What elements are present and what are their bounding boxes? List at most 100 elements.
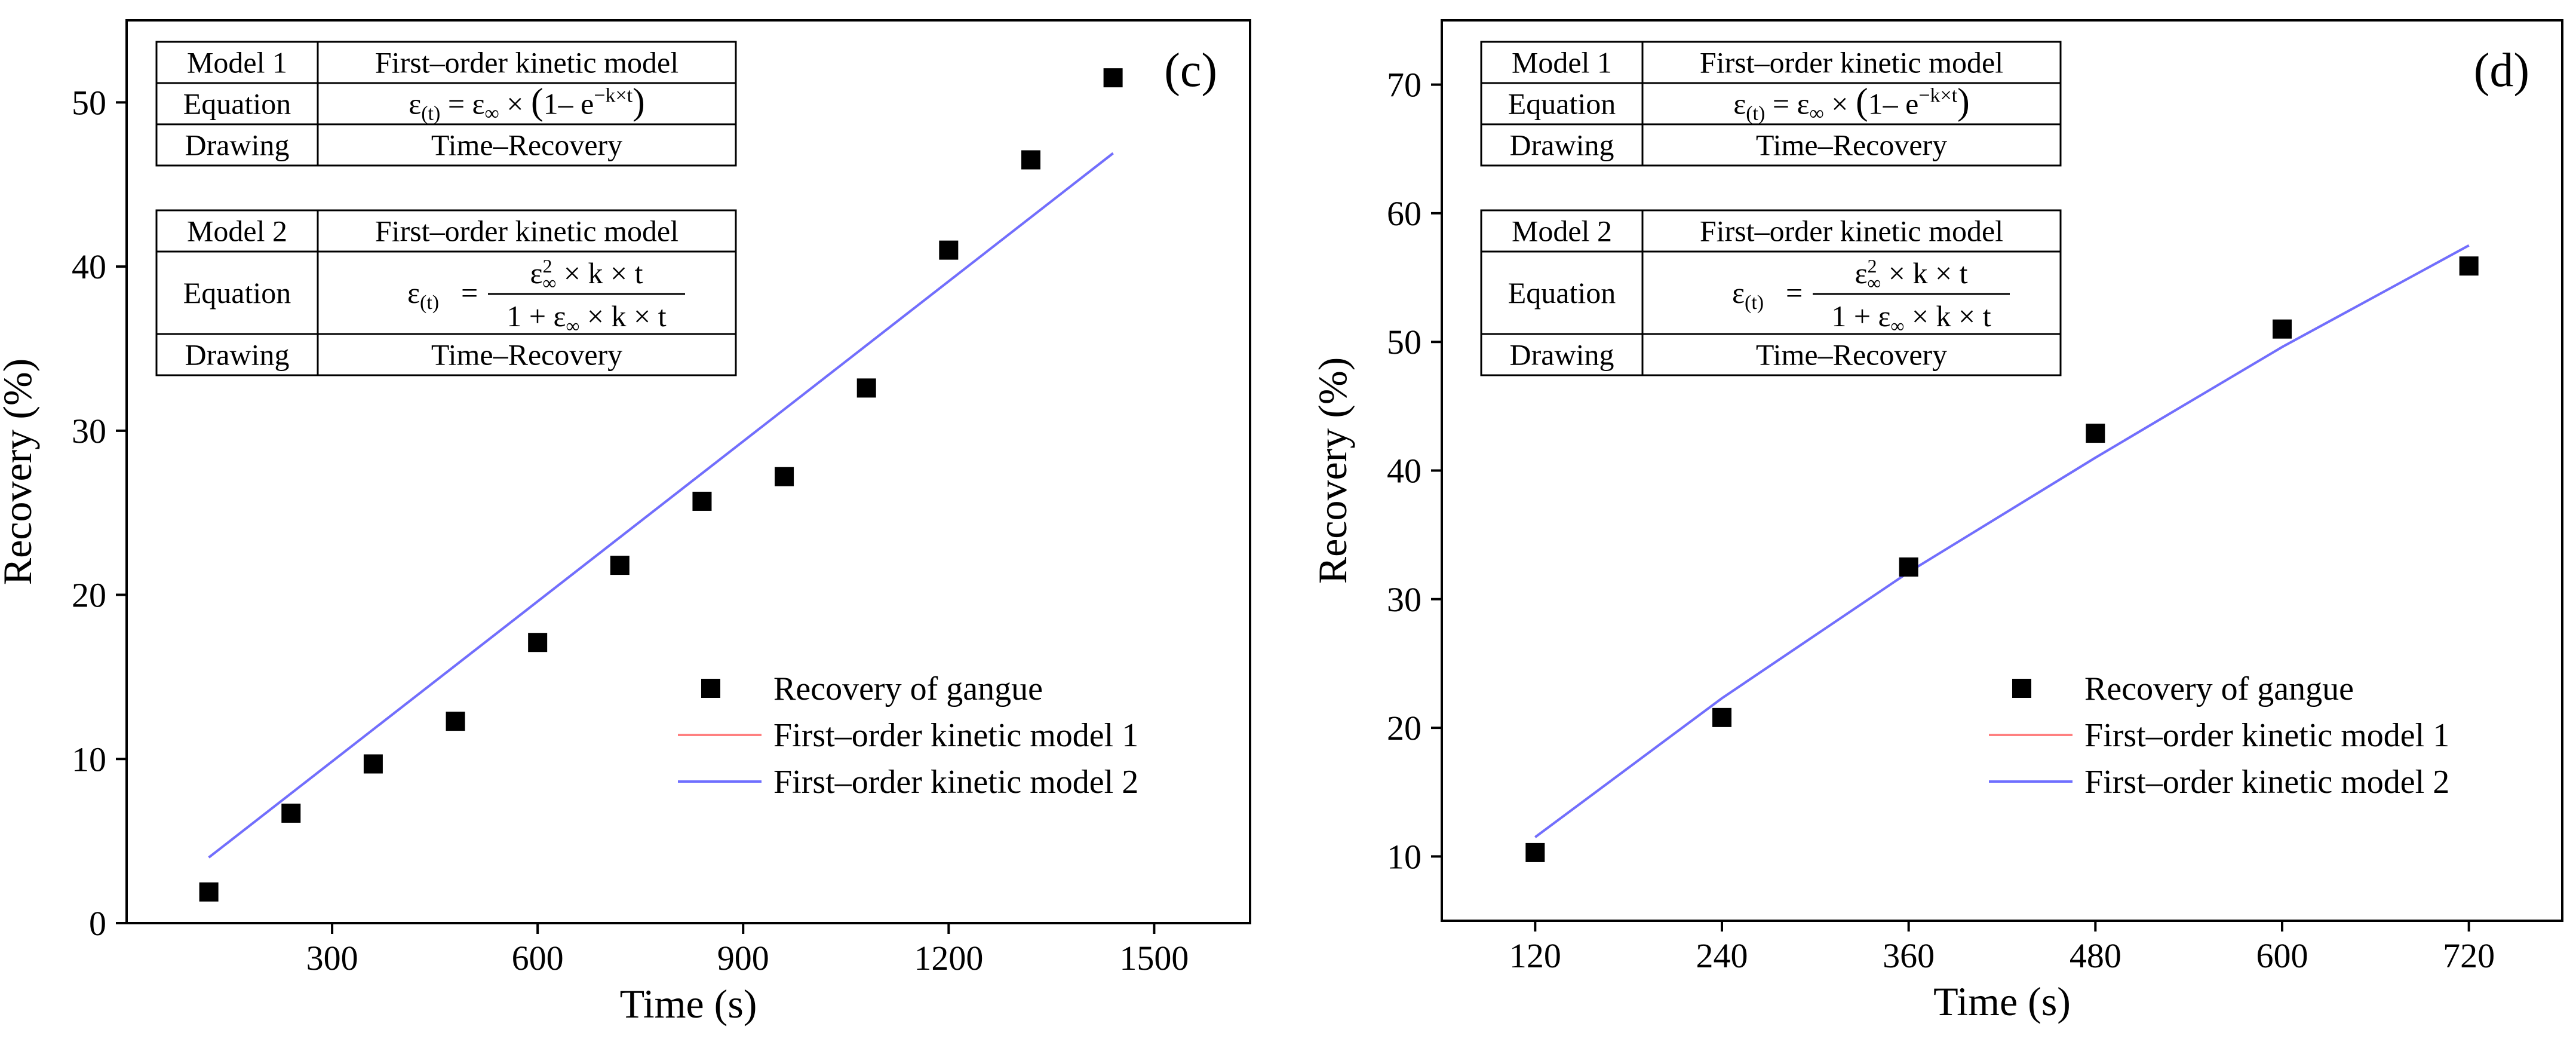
x-axis-title: Time (s) (620, 981, 757, 1027)
table-model-name: First–order kinetic model (1700, 46, 2003, 79)
legend-label-scatter: Recovery of gangue (2084, 670, 2354, 707)
y-tick-label: 60 (1387, 194, 1421, 233)
table-equation-label: Equation (1508, 87, 1616, 121)
x-tick-label: 720 (2443, 936, 2495, 975)
table-border (155, 41, 737, 167)
equation-model-2-lhs: ε(t) (407, 276, 439, 314)
table-equation-label: Equation (1508, 276, 1616, 310)
x-tick-label: 360 (1883, 936, 1935, 975)
y-tick-label: 30 (72, 412, 106, 451)
equation-model-2-lhs: ε(t) (1732, 276, 1764, 314)
equation-model-2-numerator: ε2∞ × k × t (1855, 255, 1967, 293)
y-tick-label: 10 (1387, 837, 1421, 876)
data-point (1899, 557, 1918, 577)
equation-model-2-denominator: 1 + ε∞ × k × t (1831, 299, 1991, 336)
x-tick-label: 1200 (914, 939, 983, 978)
y-axis-title: Recovery (%) (1310, 357, 1355, 584)
table-border (1480, 41, 2062, 167)
legend-marker-scatter (701, 679, 720, 698)
table-model-1: Model 1 First–order kinetic modelEquation… (1480, 41, 2062, 167)
y-tick-label: 0 (89, 904, 106, 943)
table-drawing-label: Drawing (185, 338, 290, 372)
data-point (2459, 256, 2479, 276)
equation-model-2-numerator: ε2∞ × k × t (530, 255, 643, 293)
table-equation-label: Equation (183, 87, 291, 121)
data-point (856, 378, 876, 398)
table-model-name: First–order kinetic model (375, 215, 678, 248)
x-tick-label: 900 (717, 939, 769, 978)
x-tick-label: 240 (1696, 936, 1748, 975)
table-border (155, 209, 737, 376)
y-tick-label: 50 (1387, 323, 1421, 361)
equation-model-2-equals: = (1786, 276, 1803, 310)
model-2-line (208, 152, 1114, 859)
table-model-label: Model 1 (1512, 46, 1612, 79)
legend-label-model-1: First–order kinetic model 1 (773, 717, 1138, 754)
x-tick-label: 120 (1509, 936, 1561, 975)
legend-label-model-1: First–order kinetic model 1 (2084, 717, 2449, 754)
y-tick-label: 20 (1387, 709, 1421, 747)
table-drawing-label: Drawing (1510, 128, 1614, 162)
data-point (528, 633, 548, 652)
x-tick-label: 300 (306, 939, 358, 978)
equation-model-2-denominator: 1 + ε∞ × k × t (506, 299, 666, 336)
table-model-name: First–order kinetic model (375, 46, 678, 79)
table-model-1: Model 1 First–order kinetic modelEquation… (155, 41, 737, 167)
y-axis-title: Recovery (%) (0, 359, 40, 585)
x-tick-label: 600 (512, 939, 564, 978)
y-tick-label: 30 (1387, 580, 1421, 619)
y-tick-label: 10 (72, 740, 106, 779)
panel-label: (d) (2474, 44, 2529, 97)
table-model-name: First–order kinetic model (1700, 215, 2003, 248)
table-drawing-value: Time–Recovery (1756, 128, 1947, 162)
table-model-label: Model 2 (1512, 215, 1612, 248)
data-point (2086, 424, 2105, 443)
data-point (2273, 319, 2292, 339)
data-point (446, 712, 465, 731)
panel-label: (c) (1164, 44, 1217, 97)
table-drawing-label: Drawing (185, 128, 290, 162)
data-point (363, 754, 383, 774)
table-model-2: Model 2 First–order kinetic modelEquation… (1480, 209, 2062, 376)
table-drawing-label: Drawing (1510, 338, 1614, 372)
table-model-label: Model 2 (187, 215, 287, 248)
model-2-line (1534, 244, 2470, 838)
data-point (692, 491, 712, 511)
data-point (1103, 68, 1123, 88)
data-point (281, 803, 301, 823)
table-drawing-value: Time–Recovery (431, 128, 622, 162)
legend-label-model-2: First–order kinetic model 2 (773, 764, 1138, 801)
y-tick-label: 20 (72, 576, 106, 615)
data-point (939, 240, 959, 260)
x-tick-label: 1500 (1119, 939, 1189, 978)
table-model-label: Model 1 (187, 46, 287, 79)
table-model-2: Model 2 First–order kinetic modelEquation… (155, 209, 737, 376)
table-drawing-value: Time–Recovery (431, 338, 622, 372)
y-tick-label: 40 (72, 247, 106, 286)
data-point (1021, 150, 1040, 170)
data-point (1712, 707, 1731, 727)
plot-frame (125, 19, 1251, 924)
y-tick-label: 40 (1387, 452, 1421, 491)
table-border (1480, 209, 2062, 376)
legend-label-scatter: Recovery of gangue (773, 670, 1043, 707)
legend-marker-scatter (2012, 679, 2031, 698)
y-tick-label: 50 (72, 83, 106, 122)
data-point (610, 556, 630, 575)
table-equation-label: Equation (183, 276, 291, 310)
equation-model-1: ε(t) = ε∞ × (1– e−k×t) (409, 82, 645, 125)
data-point (1525, 842, 1545, 862)
x-axis-title: Time (s) (1933, 979, 2071, 1024)
legend-label-model-2: First–order kinetic model 2 (2084, 764, 2449, 801)
equation-model-2-equals: = (461, 276, 478, 310)
equation-model-1: ε(t) = ε∞ × (1– e−k×t) (1733, 82, 1970, 125)
table-drawing-value: Time–Recovery (1756, 338, 1947, 372)
x-tick-label: 600 (2256, 936, 2308, 975)
x-tick-label: 480 (2070, 936, 2121, 975)
